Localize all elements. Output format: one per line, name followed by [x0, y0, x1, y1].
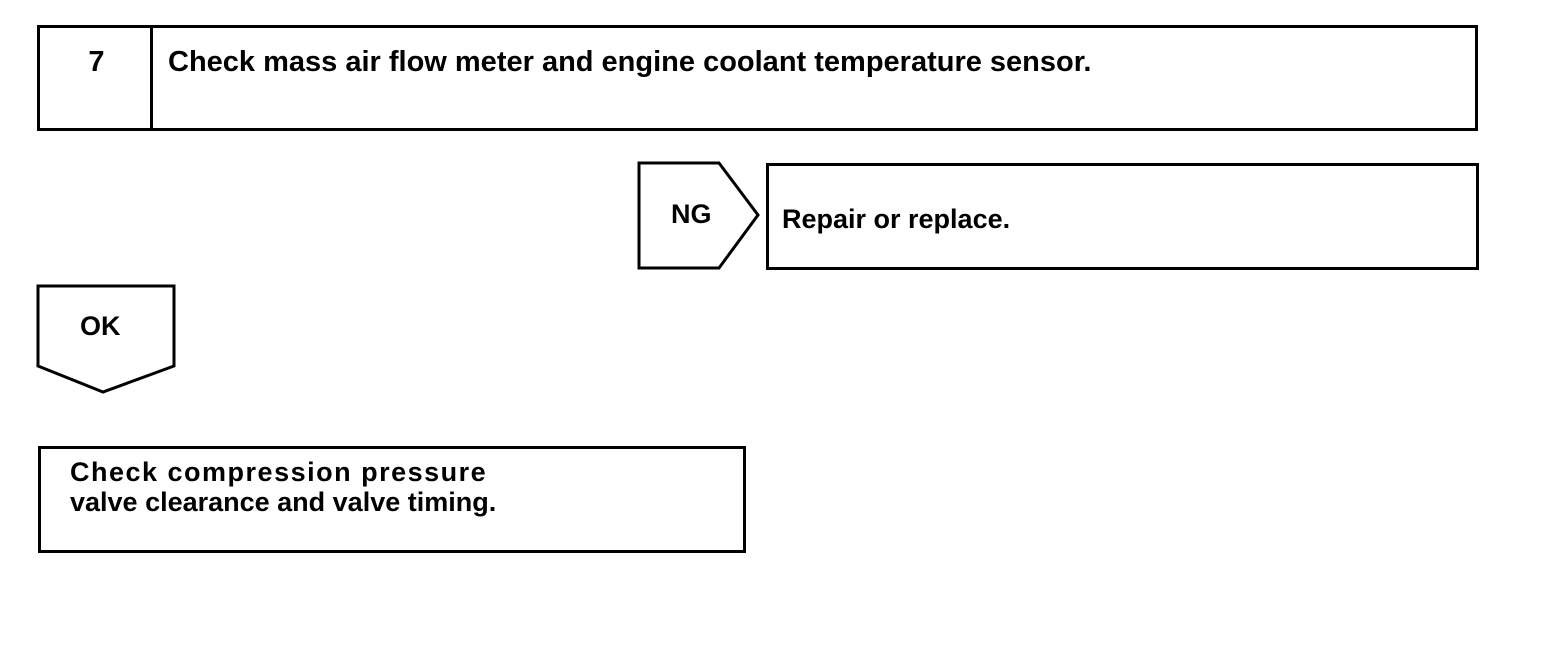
- ok-label: OK: [80, 311, 121, 341]
- ok-arrow-tag: [36, 284, 176, 394]
- step-number: 7: [88, 46, 105, 78]
- next-step-line-1: Check compression pressure: [70, 457, 488, 487]
- next-step-box: Check compression pressure valve clearan…: [38, 446, 746, 553]
- ng-action-text: Repair or replace.: [782, 204, 1011, 234]
- step-box: 7 Check mass air flow meter and engine c…: [37, 25, 1478, 131]
- step-number-cell: 7: [40, 28, 153, 128]
- ng-action-box: Repair or replace.: [766, 163, 1479, 270]
- step-title: Check mass air flow meter and engine coo…: [168, 46, 1092, 78]
- ng-arrow-tag: [637, 161, 760, 270]
- next-step-line-2: valve clearance and valve timing.: [70, 487, 497, 517]
- ng-label: NG: [671, 199, 712, 229]
